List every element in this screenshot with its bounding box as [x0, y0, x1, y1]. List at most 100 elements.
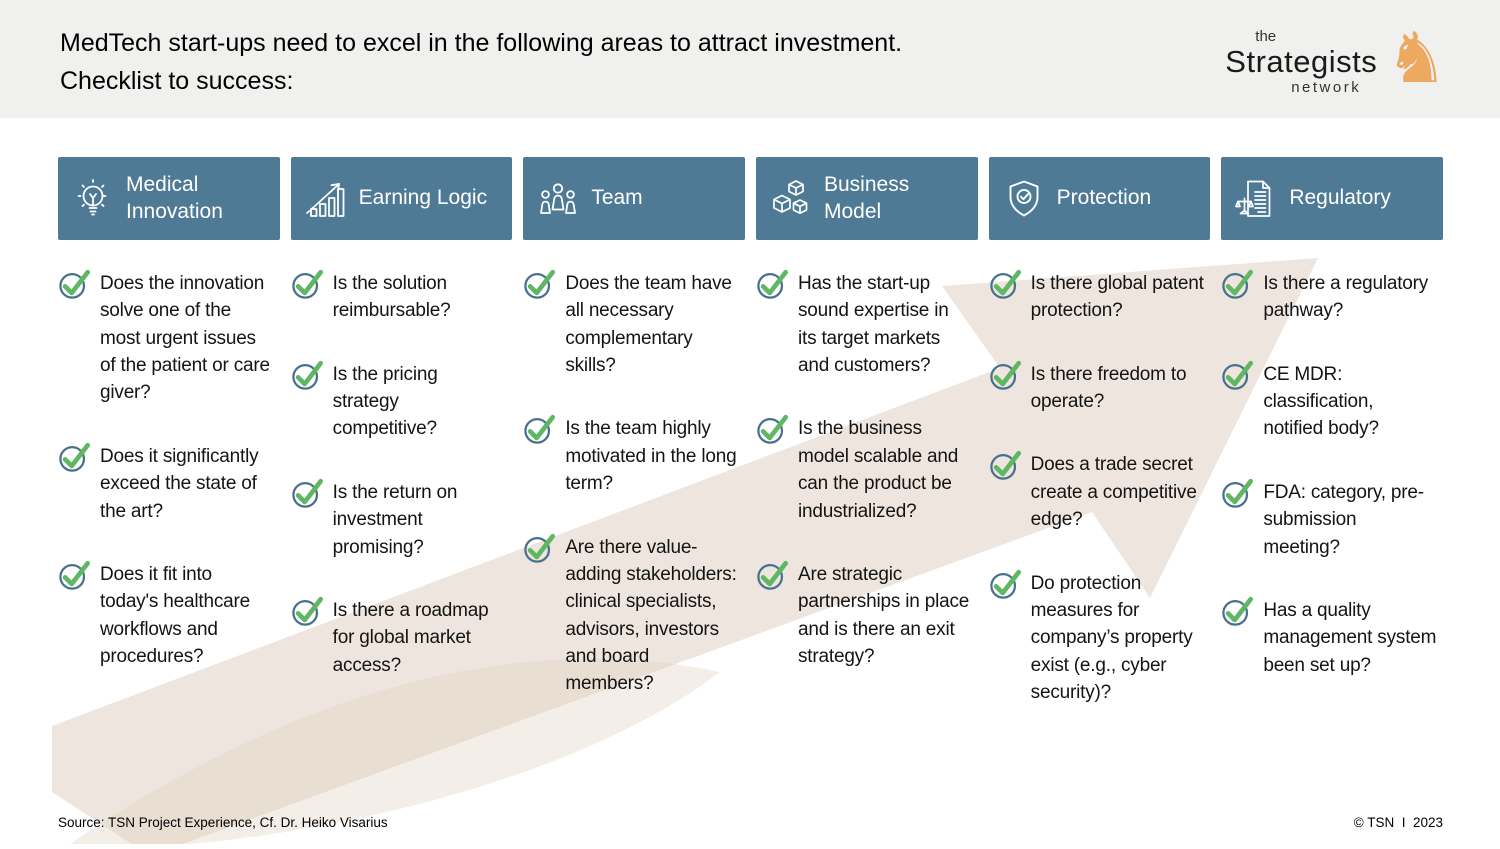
checklist-columns: Medical Innovation Does the innovation s… [0, 118, 1500, 706]
check-icon [1221, 270, 1255, 325]
check-icon [756, 561, 790, 670]
checklist-item: CE MDR: classification, notified body? [1221, 361, 1443, 443]
checklist-item: Are there value-adding stakeholders: cli… [523, 534, 745, 698]
team-icon [535, 176, 581, 222]
check-icon [989, 361, 1023, 416]
check-icon [58, 270, 92, 407]
checklist-item-text: Is the solution reimbursable? [332, 273, 451, 322]
column-title: Earning Logic [358, 186, 488, 210]
checklist-item-text: Does a trade secret create a competitive… [1030, 454, 1197, 531]
shield-check-icon [1001, 176, 1047, 222]
column-title: Medical Innovation [126, 173, 223, 223]
page-title: MedTech start-ups need to excel in the f… [60, 29, 903, 57]
check-icon [989, 270, 1023, 325]
check-icon [756, 415, 790, 524]
column-header-regulatory: Regulatory [1221, 157, 1443, 240]
checklist-item: Are strategic partnerships in place and … [756, 561, 978, 670]
column-title: Business Model [824, 173, 910, 223]
checklist-item: Does it significantly exceed the state o… [58, 443, 280, 525]
column-team: Team Does the team have all necessary co… [523, 157, 745, 706]
checklist-item-text: CE MDR: classification, notified body? [1263, 363, 1379, 440]
checklist-item: Does the team have all necessary complem… [523, 270, 745, 379]
checklist-item: Does it fit into today's healthcare work… [58, 561, 280, 670]
checklist-item-text: Are strategic partnerships in place and … [798, 563, 970, 667]
checklist-item-text: Does the innovation solve one of the mos… [100, 273, 270, 404]
column-header-protection: Protection [988, 157, 1211, 240]
column-protection: Protection Is there global patent protec… [988, 157, 1211, 707]
column-medical-innovation: Medical Innovation Does the innovation s… [58, 157, 280, 706]
footer: Source: TSN Project Experience, Cf. Dr. … [58, 815, 1443, 830]
source-note: Source: TSN Project Experience, Cf. Dr. … [58, 815, 388, 830]
column-header-business-model: Business Model [756, 157, 978, 240]
checklist-item-text: Is there global patent protection? [1030, 273, 1204, 322]
check-icon [291, 479, 325, 561]
column-header-medical-innovation: Medical Innovation [58, 157, 280, 240]
checklist-item: Is there a regulatory pathway? [1221, 270, 1443, 325]
checklist-item: Is the return on investment promising? [291, 479, 513, 561]
column-regulatory: Regulatory Is there a regulatory pathway… [1221, 157, 1443, 706]
column-header-team: Team [523, 157, 745, 240]
check-icon [1221, 597, 1255, 679]
check-icon [291, 597, 325, 679]
checklist-item: Is the solution reimbursable? [291, 270, 513, 325]
page-subtitle: Checklist to success: [60, 67, 294, 95]
page-title-block: MedTech start-ups need to excel in the f… [60, 24, 902, 100]
checklist-item-text: Does it fit into today's healthcare work… [100, 563, 251, 667]
checklist-item: Is the business model scalable and can t… [756, 415, 978, 524]
checklist-item-text: Is there freedom to operate? [1030, 363, 1187, 413]
column-header-earning-logic: Earning Logic [290, 157, 513, 240]
checklist-item: Has the start-up sound expertise in its … [756, 270, 978, 379]
checklist-item: Is there freedom to operate? [989, 361, 1211, 416]
lightbulb-icon [70, 176, 116, 222]
checklist-item-text: Does it significantly exceed the state o… [100, 445, 259, 522]
checklist-item-text: Has the start-up sound expertise in its … [798, 273, 949, 377]
column-title: Protection [1056, 186, 1152, 210]
checklist-item: Is there global patent protection? [989, 270, 1211, 325]
checklist-item-text: Is there a roadmap for global market acc… [332, 599, 489, 676]
checklist-item-text: Is the team highly motivated in the long… [565, 418, 737, 495]
logo-text: the Strategists network [1225, 29, 1377, 95]
checklist-item-text: Does the team have all necessary complem… [565, 273, 732, 377]
checklist-item-text: Is there a regulatory pathway? [1263, 273, 1429, 322]
checklist-item-text: Is the pricing strategy competitive? [332, 363, 438, 440]
column-title: Team [591, 186, 643, 210]
column-title: Regulatory [1289, 186, 1391, 210]
check-icon [756, 270, 790, 379]
logo-word-network: network [1291, 79, 1362, 96]
chess-knight-icon: ♞ [1385, 18, 1448, 97]
check-icon [523, 534, 557, 698]
checklist-item-text: Do protection measures for company’s pro… [1030, 572, 1193, 703]
checklist-item-text: Is the return on investment promising? [332, 481, 458, 558]
growth-chart-icon [303, 176, 349, 222]
checklist-item: Has a quality management system been set… [1221, 597, 1443, 679]
document-scales-icon [1233, 176, 1279, 222]
check-icon [1221, 361, 1255, 443]
check-icon [989, 451, 1023, 533]
logo-word-strategists: Strategists [1225, 44, 1378, 79]
check-icon [58, 561, 92, 670]
checklist-item: Is there a roadmap for global market acc… [291, 597, 513, 679]
checklist-item-text: FDA: category, pre-submission meeting? [1263, 481, 1424, 558]
checklist-item-text: Has a quality management system been set… [1263, 599, 1437, 676]
title-bar: MedTech start-ups need to excel in the f… [0, 0, 1500, 118]
logo-word-the: the [1255, 28, 1277, 45]
checklist-item: Is the team highly motivated in the long… [523, 415, 745, 497]
logo: the Strategists network ♞ [1225, 23, 1448, 96]
checklist-item: Does a trade secret create a competitive… [989, 451, 1211, 533]
check-icon [291, 270, 325, 325]
checklist-item: Do protection measures for company’s pro… [989, 570, 1211, 707]
checklist-item: Is the pricing strategy competitive? [291, 361, 513, 443]
check-icon [291, 361, 325, 443]
copyright: © TSN I 2023 [1353, 815, 1443, 830]
checklist-item-text: Is the business model scalable and can t… [798, 418, 959, 522]
check-icon [58, 443, 92, 525]
checklist-item-text: Are there value-adding stakeholders: cli… [565, 536, 737, 695]
check-icon [523, 270, 557, 379]
checklist-item: Does the innovation solve one of the mos… [58, 270, 280, 407]
check-icon [523, 415, 557, 497]
column-business-model: Business Model Has the start-up sound ex… [756, 157, 978, 706]
column-earning-logic: Earning Logic Is the solution reimbursab… [290, 157, 513, 706]
checklist-item: FDA: category, pre-submission meeting? [1221, 479, 1443, 561]
cubes-icon [768, 176, 814, 222]
check-icon [989, 570, 1023, 707]
